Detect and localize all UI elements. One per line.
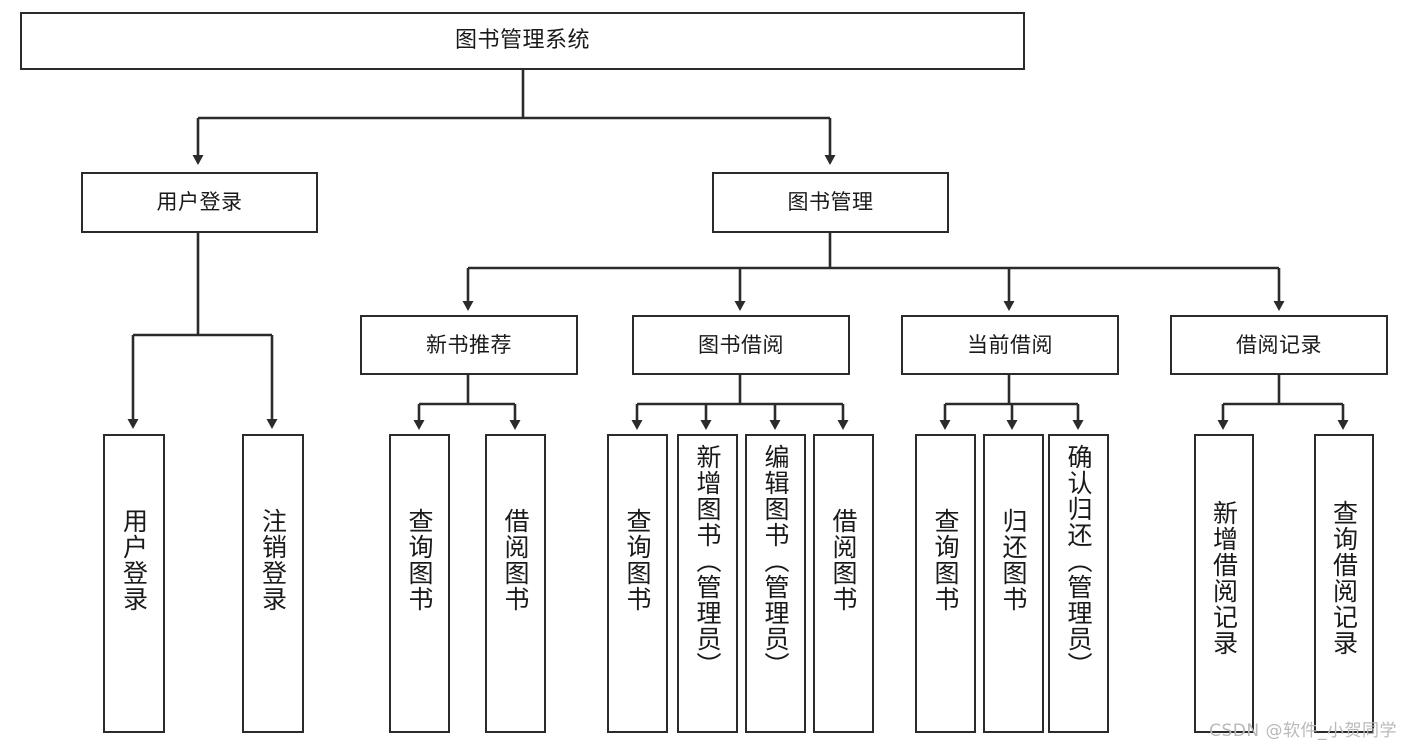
leaf-query-book-3-label: 查询图书 xyxy=(931,508,960,612)
leaf-borrow-book-2[interactable]: 借阅图书 xyxy=(813,434,874,733)
leaf-add-book[interactable]: 新增图书（管理员） xyxy=(677,434,738,733)
leaf-add-record[interactable]: 新增借阅记录 xyxy=(1194,434,1254,733)
leaf-query-book-1[interactable]: 查询图书 xyxy=(389,434,450,733)
leaf-query-book-3[interactable]: 查询图书 xyxy=(915,434,976,733)
node-current-borrow[interactable]: 当前借阅 xyxy=(901,315,1119,375)
node-new-book-recommend-label: 新书推荐 xyxy=(426,332,512,357)
node-user-login-label: 用户登录 xyxy=(156,190,243,215)
leaf-user-logout[interactable]: 注销登录 xyxy=(242,434,304,733)
node-book-manage[interactable]: 图书管理 xyxy=(712,172,949,233)
leaf-user-login-label: 用户登录 xyxy=(119,508,149,612)
leaf-borrow-book-1-label: 借阅图书 xyxy=(501,508,530,612)
node-user-login[interactable]: 用户登录 xyxy=(81,172,318,233)
leaf-edit-book-label: 编辑图书（管理员） xyxy=(761,444,790,678)
leaf-user-login[interactable]: 用户登录 xyxy=(103,434,165,733)
node-root[interactable]: 图书管理系统 xyxy=(20,12,1025,70)
node-borrow-record-label: 借阅记录 xyxy=(1236,332,1322,357)
node-book-borrow[interactable]: 图书借阅 xyxy=(632,315,850,375)
leaf-borrow-book-1[interactable]: 借阅图书 xyxy=(485,434,546,733)
node-book-manage-label: 图书管理 xyxy=(787,190,874,215)
leaf-add-book-label: 新增图书（管理员） xyxy=(693,444,722,678)
node-book-borrow-label: 图书借阅 xyxy=(698,332,784,357)
watermark: CSDN @软件_小贺同学 xyxy=(1209,721,1397,741)
leaf-return-book-label: 归还图书 xyxy=(999,508,1028,612)
node-root-label: 图书管理系统 xyxy=(454,28,590,54)
leaf-query-book-2-label: 查询图书 xyxy=(623,508,652,612)
node-current-borrow-label: 当前借阅 xyxy=(967,332,1053,357)
leaf-query-record-label: 查询借阅记录 xyxy=(1329,500,1359,656)
leaf-add-record-label: 新增借阅记录 xyxy=(1209,500,1239,656)
leaf-query-book-2[interactable]: 查询图书 xyxy=(607,434,668,733)
leaf-user-logout-label: 注销登录 xyxy=(258,508,288,612)
leaf-query-record[interactable]: 查询借阅记录 xyxy=(1314,434,1374,733)
leaf-query-book-1-label: 查询图书 xyxy=(405,508,434,612)
leaf-return-book[interactable]: 归还图书 xyxy=(983,434,1044,733)
leaf-borrow-book-2-label: 借阅图书 xyxy=(829,508,858,612)
leaf-edit-book[interactable]: 编辑图书（管理员） xyxy=(745,434,806,733)
node-borrow-record[interactable]: 借阅记录 xyxy=(1170,315,1388,375)
node-new-book-recommend[interactable]: 新书推荐 xyxy=(360,315,578,375)
leaf-confirm-return[interactable]: 确认归还（管理员） xyxy=(1048,434,1109,733)
leaf-confirm-return-label: 确认归还（管理员） xyxy=(1064,444,1093,678)
